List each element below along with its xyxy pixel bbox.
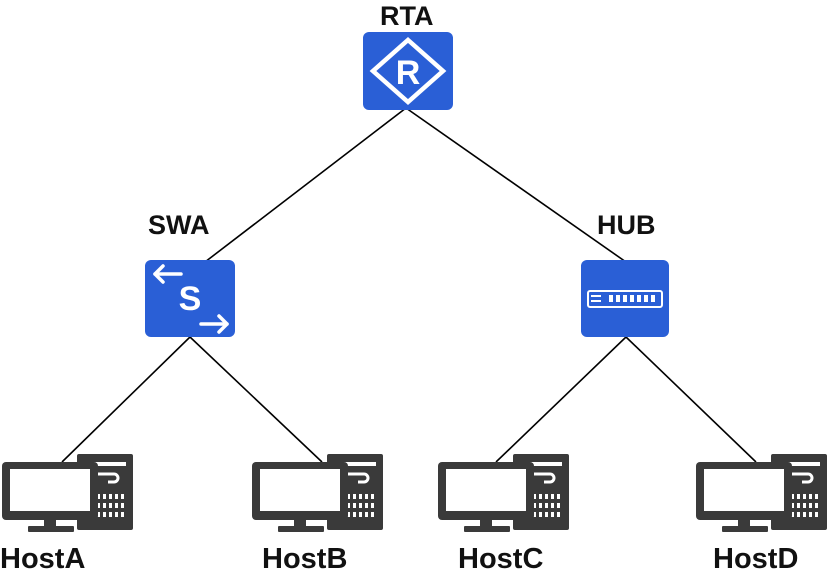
rta-label: RTA [380,1,434,31]
pc-icon [250,452,385,534]
pc-icon [694,452,829,534]
swa-label: SWA [148,210,210,240]
hostb-label: HostB [262,543,348,575]
link-hub-hostd [625,336,757,463]
hostc-label: HostC [458,543,544,575]
hostd-label: HostD [713,543,799,575]
link-rta-swa [204,107,407,263]
link-rta-hub [405,107,627,263]
pc-icon [0,452,135,534]
router-icon: R [363,32,453,110]
svg-text:R: R [396,54,421,92]
link-swa-hostb [189,336,323,463]
hosta-label: HostA [0,543,86,575]
links [61,107,757,463]
hub-label: HUB [597,210,656,240]
svg-text:S: S [179,280,202,318]
link-hub-hostc [495,336,627,463]
pc-icon [436,452,571,534]
hub-icon [581,260,669,337]
link-swa-hosta [61,336,191,463]
switch-icon: S [145,260,235,337]
